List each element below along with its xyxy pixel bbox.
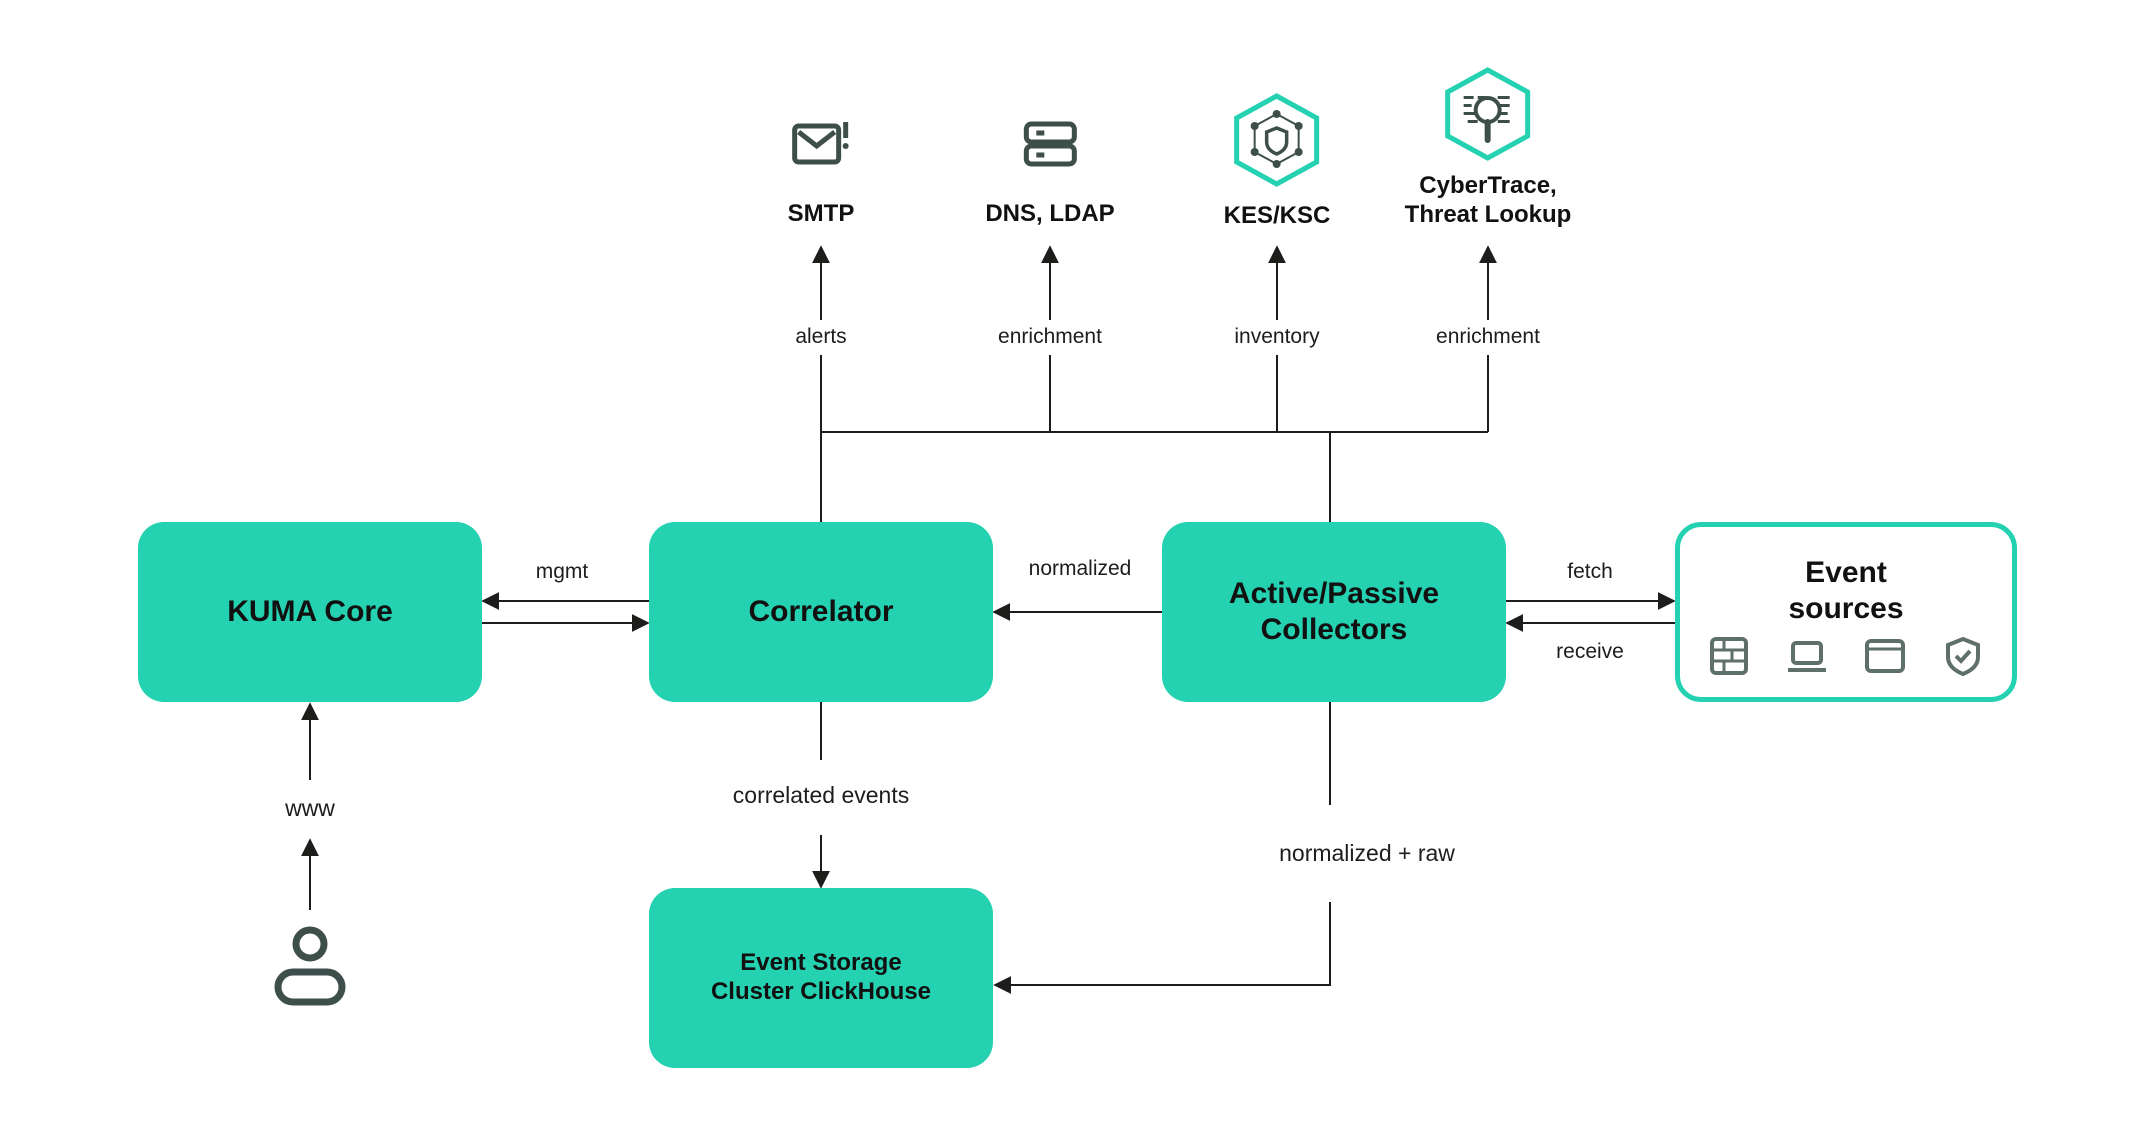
kuma-core-title: KUMA Core: [227, 595, 393, 628]
firewall-icon: [1708, 635, 1750, 677]
fetch-label: fetch: [1567, 560, 1613, 583]
receive-label: receive: [1556, 640, 1624, 663]
dns-ldap-service: DNS, LDAP: [985, 118, 1115, 229]
mail-alert-icon: [792, 122, 849, 165]
collectors-title: Active/Passive Collectors: [1228, 577, 1440, 646]
event-storage-title: Event Storage Cluster ClickHouse: [710, 949, 932, 1005]
normalized-label: normalized: [1028, 557, 1132, 580]
event-sources-node: Event sources: [1675, 522, 2017, 702]
enrichment-ct-label: enrichment: [1436, 325, 1540, 348]
kes-ksc-service: KES/KSC: [1223, 92, 1331, 231]
kuma-core-node: KUMA Core: [138, 522, 482, 702]
correlated-events-label: correlated events: [732, 782, 910, 808]
normalized-raw-label: normalized + raw: [1279, 840, 1455, 866]
server-icon: [1023, 121, 1077, 167]
correlator-node: Correlator: [649, 522, 993, 702]
correlator-title: Correlator: [748, 595, 894, 628]
dns-ldap-label: DNS, LDAP: [985, 200, 1115, 227]
mgmt-label: mgmt: [535, 560, 589, 583]
collectors-node: Active/Passive Collectors: [1162, 522, 1506, 702]
cybertrace-service: CyberTrace, Threat Lookup: [1404, 66, 1572, 230]
raw-arrow: [993, 902, 1331, 994]
user-icon: [274, 926, 346, 1006]
cybertrace-label: CyberTrace, Threat Lookup: [1404, 172, 1572, 228]
smtp-label: SMTP: [787, 200, 855, 227]
window-icon: [1864, 635, 1906, 677]
smtp-service: SMTP: [787, 118, 855, 229]
event-sources-title: Event sources: [1788, 556, 1904, 625]
laptop-icon: [1786, 635, 1828, 677]
kes-ksc-label: KES/KSC: [1223, 202, 1331, 229]
shield-hexagon-icon: [1234, 93, 1320, 187]
alerts-label: alerts: [795, 325, 847, 348]
event-sources-icons: [1680, 635, 2012, 677]
event-storage-node: Event Storage Cluster ClickHouse: [649, 888, 993, 1068]
inventory-label: inventory: [1234, 325, 1320, 348]
shield-check-icon: [1942, 635, 1984, 677]
threat-lookup-icon: [1445, 67, 1531, 161]
www-label: www: [285, 795, 335, 821]
enrichment-dns-label: enrichment: [998, 325, 1102, 348]
